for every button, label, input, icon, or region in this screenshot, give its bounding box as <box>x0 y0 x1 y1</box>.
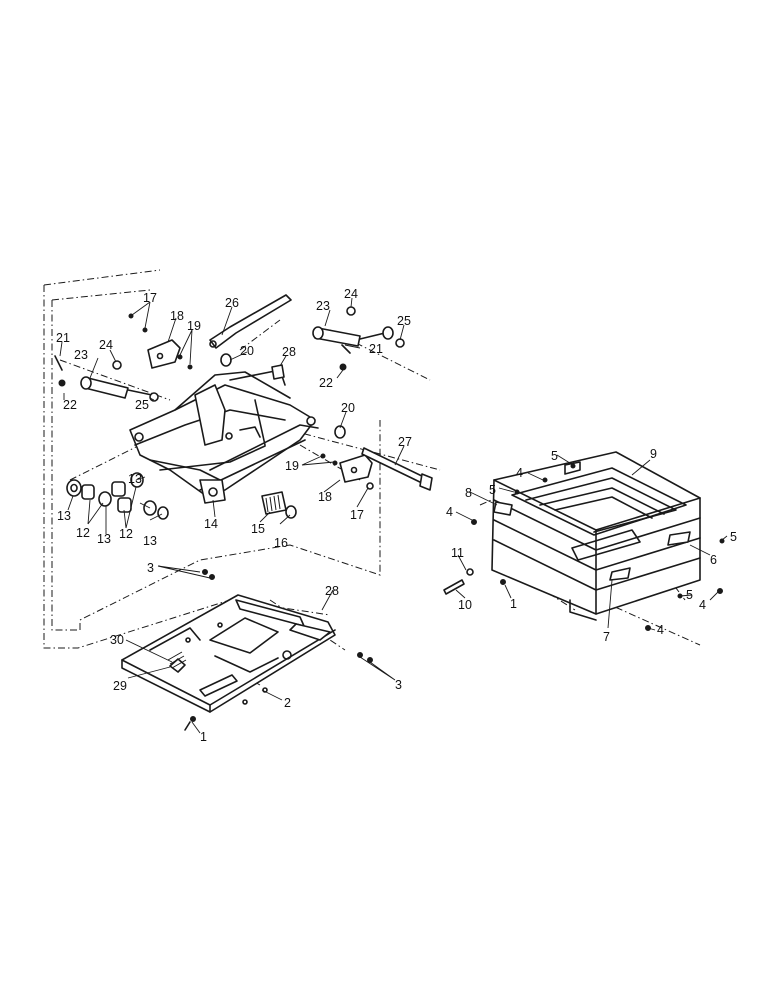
callout-7: 7 <box>603 630 610 644</box>
callout-30: 30 <box>110 633 124 647</box>
damper-right <box>312 306 405 371</box>
callout-13-a: 13 <box>128 472 142 486</box>
callout-13-d: 13 <box>143 534 157 548</box>
callout-26: 26 <box>225 296 239 310</box>
callout-25-right: 25 <box>397 314 411 328</box>
spacers-20-28 <box>220 353 346 439</box>
callout-1-box: 1 <box>510 597 517 611</box>
callout-12-right: 12 <box>119 527 133 541</box>
adjustment-lever <box>209 294 292 349</box>
callout-22-left: 22 <box>63 398 77 412</box>
suspension-cover-box <box>443 451 725 631</box>
callout-3-right: 3 <box>395 678 402 692</box>
callout-22-right: 22 <box>319 376 333 390</box>
scissor-frame <box>129 369 319 504</box>
callout-24-right: 24 <box>344 287 358 301</box>
callout-25-left: 25 <box>135 398 149 412</box>
callout-5-right: 5 <box>730 530 737 544</box>
callout-17-top: 17 <box>143 291 157 305</box>
base-plate <box>121 569 373 731</box>
callout-23-left: 23 <box>74 348 88 362</box>
callout-5-top: 5 <box>551 449 558 463</box>
bracket-18-upper <box>128 313 193 370</box>
callout-4-left: 4 <box>446 505 453 519</box>
callout-20-top: 20 <box>240 344 254 358</box>
callout-18-bottom: 18 <box>318 490 332 504</box>
callout-13-c: 13 <box>97 532 111 546</box>
callout-15: 15 <box>251 522 265 536</box>
callout-12-left: 12 <box>76 526 90 540</box>
callout-19-bottom: 19 <box>285 459 299 473</box>
callout-23-right: 23 <box>316 299 330 313</box>
callout-2: 2 <box>284 696 291 710</box>
callout-11: 11 <box>451 546 464 560</box>
callout-18-top: 18 <box>170 309 184 323</box>
callout-3-left: 3 <box>147 561 154 575</box>
callout-17-bottom: 17 <box>350 508 364 522</box>
callout-13-b: 13 <box>57 509 71 523</box>
bushings-and-rollers <box>66 472 297 520</box>
callout-24-left: 24 <box>99 338 113 352</box>
callout-labels: 1 1 2 3 3 4 4 4 4 5 5 5 5 6 7 8 9 10 11 … <box>56 287 737 744</box>
callout-6: 6 <box>710 553 717 567</box>
callout-9: 9 <box>650 447 657 461</box>
callout-4-right: 4 <box>699 598 706 612</box>
damper-left <box>54 355 159 402</box>
callout-8: 8 <box>465 486 472 500</box>
callout-21-right: 21 <box>369 342 383 356</box>
callout-21-left: 21 <box>56 331 70 345</box>
callout-4-top: 4 <box>516 466 523 480</box>
callout-5-bottom: 5 <box>686 588 693 602</box>
callout-1-base: 1 <box>200 730 207 744</box>
callout-27: 27 <box>398 435 412 449</box>
callout-5-left: 5 <box>489 483 496 497</box>
bracket-18-lower <box>320 453 374 490</box>
callout-10: 10 <box>458 598 472 612</box>
callout-16: 16 <box>274 536 288 550</box>
rod-27 <box>361 447 433 491</box>
callout-20-right: 20 <box>341 401 355 415</box>
callout-28-top: 28 <box>282 345 296 359</box>
leader-lines <box>59 297 728 734</box>
callout-19-top: 19 <box>187 319 201 333</box>
callout-4-bottom: 4 <box>657 623 664 637</box>
callout-28-base: 28 <box>325 584 339 598</box>
callout-14: 14 <box>204 517 218 531</box>
callout-29: 29 <box>113 679 127 693</box>
